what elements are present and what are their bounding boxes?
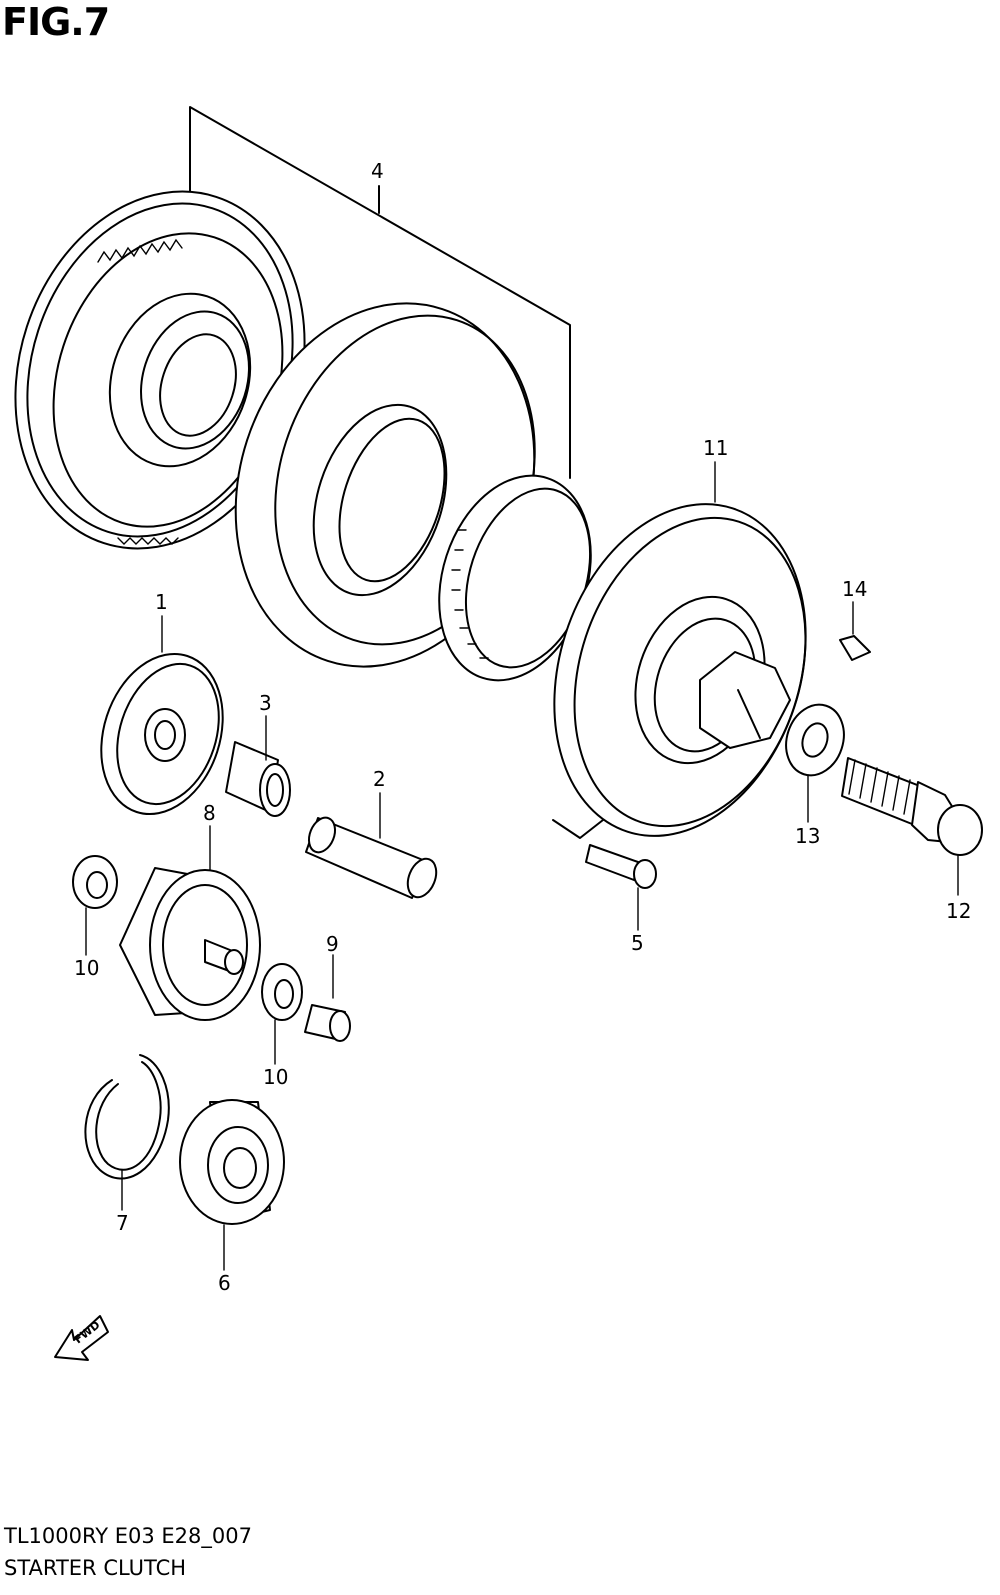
callout-label-8: 8 <box>203 801 216 825</box>
model-code-caption: TL1000RY E03 E28_007 <box>4 1524 252 1548</box>
part-bushing-3 <box>225 741 291 817</box>
part-washer-10b <box>261 963 303 1021</box>
callout-label-5: 5 <box>631 931 644 955</box>
callout-label-6: 6 <box>218 1271 231 1295</box>
fwd-arrow-icon: FWD <box>54 1315 109 1361</box>
callout-label-3: 3 <box>259 691 272 715</box>
callout-leaders <box>85 461 959 1271</box>
part-bolt-5 <box>585 844 657 889</box>
callout-label-10a: 10 <box>74 956 99 980</box>
part-starter-driven-gear <box>14 190 306 550</box>
part-clutch-rotor <box>552 503 807 839</box>
part-idle-gear-2 <box>119 867 261 1021</box>
part-bolt-12 <box>841 757 983 856</box>
callout-label-13: 13 <box>795 824 820 848</box>
part-bearing <box>179 1099 285 1225</box>
part-idle-gear <box>100 652 224 816</box>
part-key <box>839 635 871 661</box>
callout-label-1: 1 <box>155 590 168 614</box>
callout-label-10b: 10 <box>263 1065 288 1089</box>
part-shaft-2 <box>305 816 438 899</box>
callout-label-7: 7 <box>116 1211 129 1235</box>
callout-label-2: 2 <box>373 767 386 791</box>
callout-label-9: 9 <box>326 932 339 956</box>
callout-label-14: 14 <box>842 577 867 601</box>
part-circlip <box>84 1054 170 1180</box>
figure-title: FIG.7 <box>2 0 110 44</box>
callout-label-12: 12 <box>946 899 971 923</box>
part-bushing-9 <box>304 1004 351 1042</box>
bracket-part-4 <box>189 106 571 479</box>
part-washer-10a <box>72 855 118 909</box>
callout-label-11: 11 <box>703 436 728 460</box>
callout-label-4: 4 <box>371 159 384 183</box>
section-name-caption: STARTER CLUTCH <box>4 1556 187 1580</box>
part-washer-13 <box>785 703 845 777</box>
